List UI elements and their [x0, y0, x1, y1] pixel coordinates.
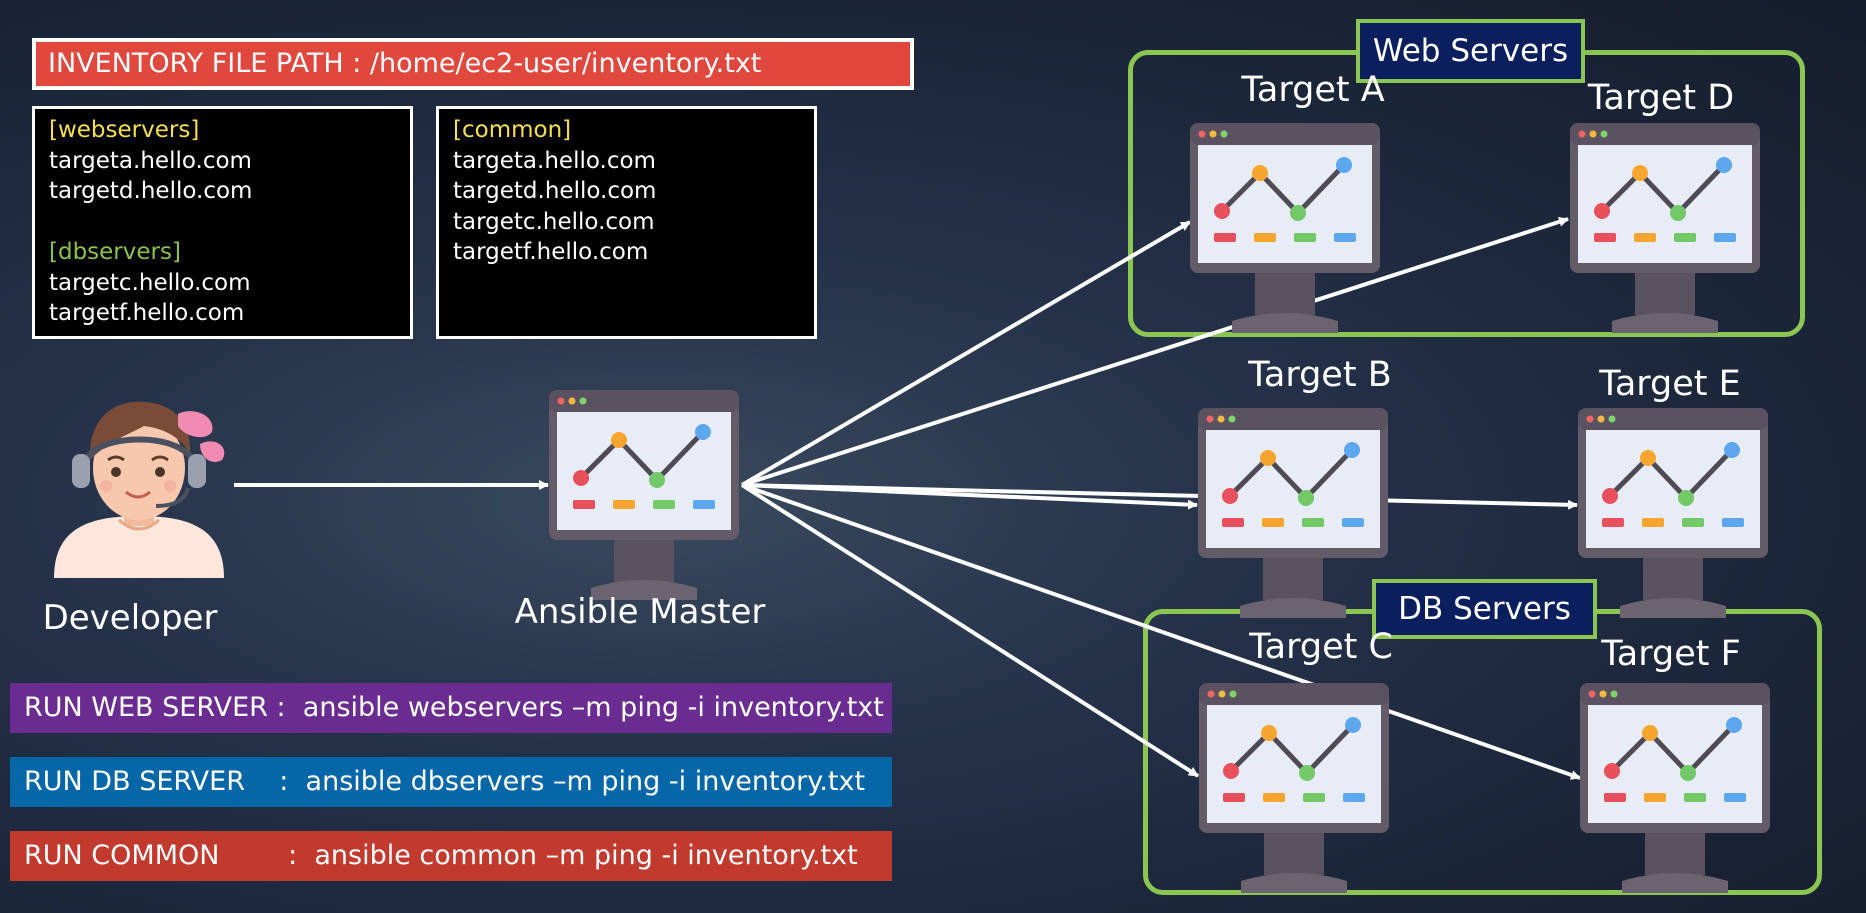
target-d-label: Target D [1587, 78, 1735, 118]
target-c-monitor [1199, 683, 1389, 893]
run-db-server-command: RUN DB SERVER : ansible dbservers –m pin… [10, 757, 892, 807]
web-servers-tag: Web Servers [1356, 19, 1585, 83]
run-web-server-command: RUN WEB SERVER : ansible webservers –m p… [10, 683, 892, 733]
target-f-label: Target F [1601, 634, 1741, 674]
host-line: targeta.hello.com [453, 147, 656, 174]
inventory-box-common: [common] targeta.hello.com targetd.hello… [436, 106, 817, 339]
arrow-master-to-target-d [741, 216, 1569, 487]
arrow-master-to-target-c [740, 483, 1200, 778]
target-e-label: Target E [1599, 364, 1741, 404]
host-line: targetc.hello.com [49, 269, 251, 296]
host-line: targetf.hello.com [453, 239, 649, 265]
host-line: targetd.hello.com [49, 178, 253, 204]
inventory-box-groups: [webservers] targeta.hello.com targetd.h… [32, 106, 413, 339]
target-a-label: Target A [1241, 70, 1385, 110]
developer-avatar [54, 401, 225, 578]
target-d-monitor [1570, 123, 1760, 333]
host-line: targetf.hello.com [49, 300, 245, 326]
common-header: [common] [453, 117, 572, 143]
ansible-master-monitor [549, 390, 739, 600]
target-b-monitor [1198, 408, 1388, 618]
target-c-label: Target C [1249, 627, 1393, 667]
developer-label: Developer [42, 598, 218, 638]
host-line: targetd.hello.com [453, 178, 657, 204]
webservers-header: [webservers] [49, 117, 200, 143]
arrow-master-to-target-f [741, 483, 1581, 780]
db-servers-tag: DB Servers [1372, 579, 1597, 639]
arrow-master-to-target-e [741, 483, 1578, 510]
target-a-monitor [1190, 123, 1380, 333]
target-b-label: Target B [1248, 355, 1392, 395]
target-f-monitor [1580, 683, 1770, 893]
target-e-monitor [1578, 408, 1768, 618]
host-line: targeta.hello.com [49, 147, 252, 174]
dbservers-header: [dbservers] [49, 239, 181, 265]
host-line: targetc.hello.com [453, 208, 655, 235]
run-common-command: RUN COMMON : ansible common –m ping -i i… [10, 831, 892, 881]
master-label: Ansible Master [514, 592, 766, 632]
inventory-path-banner: INVENTORY FILE PATH : /home/ec2-user/inv… [32, 38, 914, 90]
arrow-master-to-target-a [740, 220, 1192, 487]
